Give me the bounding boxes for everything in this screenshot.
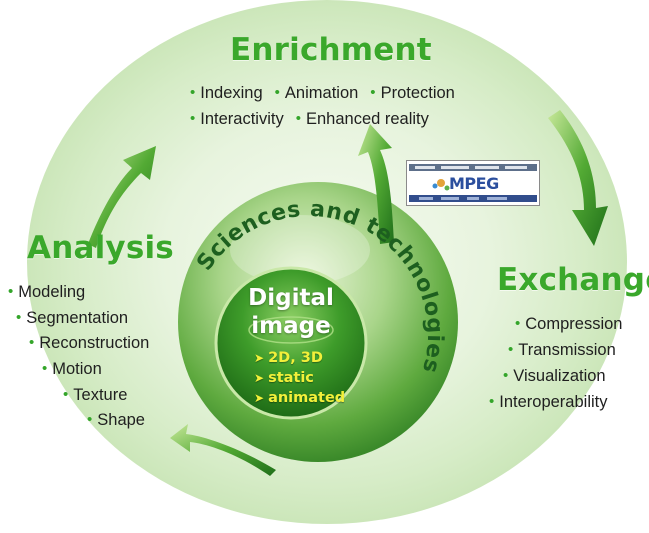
core-item: ➤2D, 3D bbox=[254, 350, 323, 366]
digital-image-title-line2: image bbox=[251, 313, 331, 339]
exchange-item-label: Compression bbox=[525, 315, 623, 333]
exchange-item: •Interoperability bbox=[489, 393, 608, 412]
enrichment-item: Enhanced reality bbox=[305, 110, 429, 128]
bullet-icon: • bbox=[29, 334, 35, 351]
analysis-item: •Modeling bbox=[8, 283, 85, 302]
enrichment-row-1: •Indexing•Animation•Protection bbox=[190, 84, 455, 103]
bullet-icon: • bbox=[515, 315, 521, 332]
analysis-item-label: Reconstruction bbox=[39, 334, 150, 352]
analysis-title: Analysis bbox=[27, 230, 174, 266]
digital-image-title: Digital image bbox=[231, 284, 351, 340]
exchange-title: Exchange bbox=[497, 262, 649, 298]
arrow-right-icon: ➤ bbox=[254, 351, 265, 365]
arrow-right-icon: ➤ bbox=[254, 391, 265, 405]
analysis-item-label: Segmentation bbox=[26, 309, 129, 327]
enrichment-item: Protection bbox=[380, 84, 455, 102]
bullet-icon: • bbox=[370, 84, 376, 101]
bullet-icon: • bbox=[87, 411, 93, 428]
bullet-icon: • bbox=[508, 341, 514, 358]
arrow-enrichment-to-exchange-icon bbox=[548, 110, 608, 246]
enrichment-item: Interactivity bbox=[200, 110, 284, 128]
bullet-icon: • bbox=[63, 386, 69, 403]
enrichment-item: Indexing bbox=[200, 84, 263, 102]
exchange-item: •Transmission bbox=[508, 341, 616, 360]
analysis-item-label: Motion bbox=[52, 360, 102, 378]
mpeg-logo-text: MPEG bbox=[449, 174, 499, 193]
bullet-icon: • bbox=[8, 283, 14, 300]
analysis-item: •Texture bbox=[63, 386, 127, 405]
exchange-item-label: Visualization bbox=[513, 367, 606, 385]
core-item: ➤animated bbox=[254, 390, 345, 406]
analysis-item-label: Shape bbox=[97, 411, 145, 429]
arrow-right-icon: ➤ bbox=[254, 371, 265, 385]
mpeg-logo: MPEG bbox=[406, 160, 540, 206]
bullet-icon: • bbox=[190, 110, 196, 127]
digital-image-title-line1: Digital bbox=[248, 285, 334, 311]
analysis-item: •Reconstruction bbox=[29, 334, 149, 353]
arrow-analysis-to-core-icon bbox=[170, 424, 276, 476]
bullet-icon: • bbox=[190, 84, 196, 101]
analysis-item: •Shape bbox=[87, 411, 145, 430]
analysis-item: •Segmentation bbox=[16, 309, 128, 328]
arrow-analysis-to-enrichment-icon bbox=[88, 146, 156, 248]
bullet-icon: • bbox=[42, 360, 48, 377]
mpeg-logo-icon bbox=[409, 164, 537, 202]
analysis-item: •Motion bbox=[42, 360, 102, 379]
arrow-core-to-enrichment-icon bbox=[358, 124, 394, 244]
core-item-label: animated bbox=[268, 390, 346, 406]
bullet-icon: • bbox=[503, 367, 509, 384]
exchange-item-label: Transmission bbox=[518, 341, 616, 359]
exchange-item: •Compression bbox=[515, 315, 622, 334]
analysis-item-label: Modeling bbox=[18, 283, 86, 301]
bullet-icon: • bbox=[295, 110, 301, 127]
core-item-label: static bbox=[268, 370, 314, 386]
enrichment-item: Animation bbox=[284, 84, 359, 102]
bullet-icon: • bbox=[16, 309, 22, 326]
bullet-icon: • bbox=[274, 84, 280, 101]
core-item-label: 2D, 3D bbox=[268, 350, 323, 366]
core-item: ➤static bbox=[254, 370, 314, 386]
analysis-item-label: Texture bbox=[73, 386, 128, 404]
enrichment-row-2: •Interactivity•Enhanced reality bbox=[190, 110, 429, 129]
enrichment-title: Enrichment bbox=[230, 32, 432, 68]
bullet-icon: • bbox=[489, 393, 495, 410]
exchange-item-label: Interoperability bbox=[499, 393, 608, 411]
exchange-item: •Visualization bbox=[503, 367, 606, 386]
